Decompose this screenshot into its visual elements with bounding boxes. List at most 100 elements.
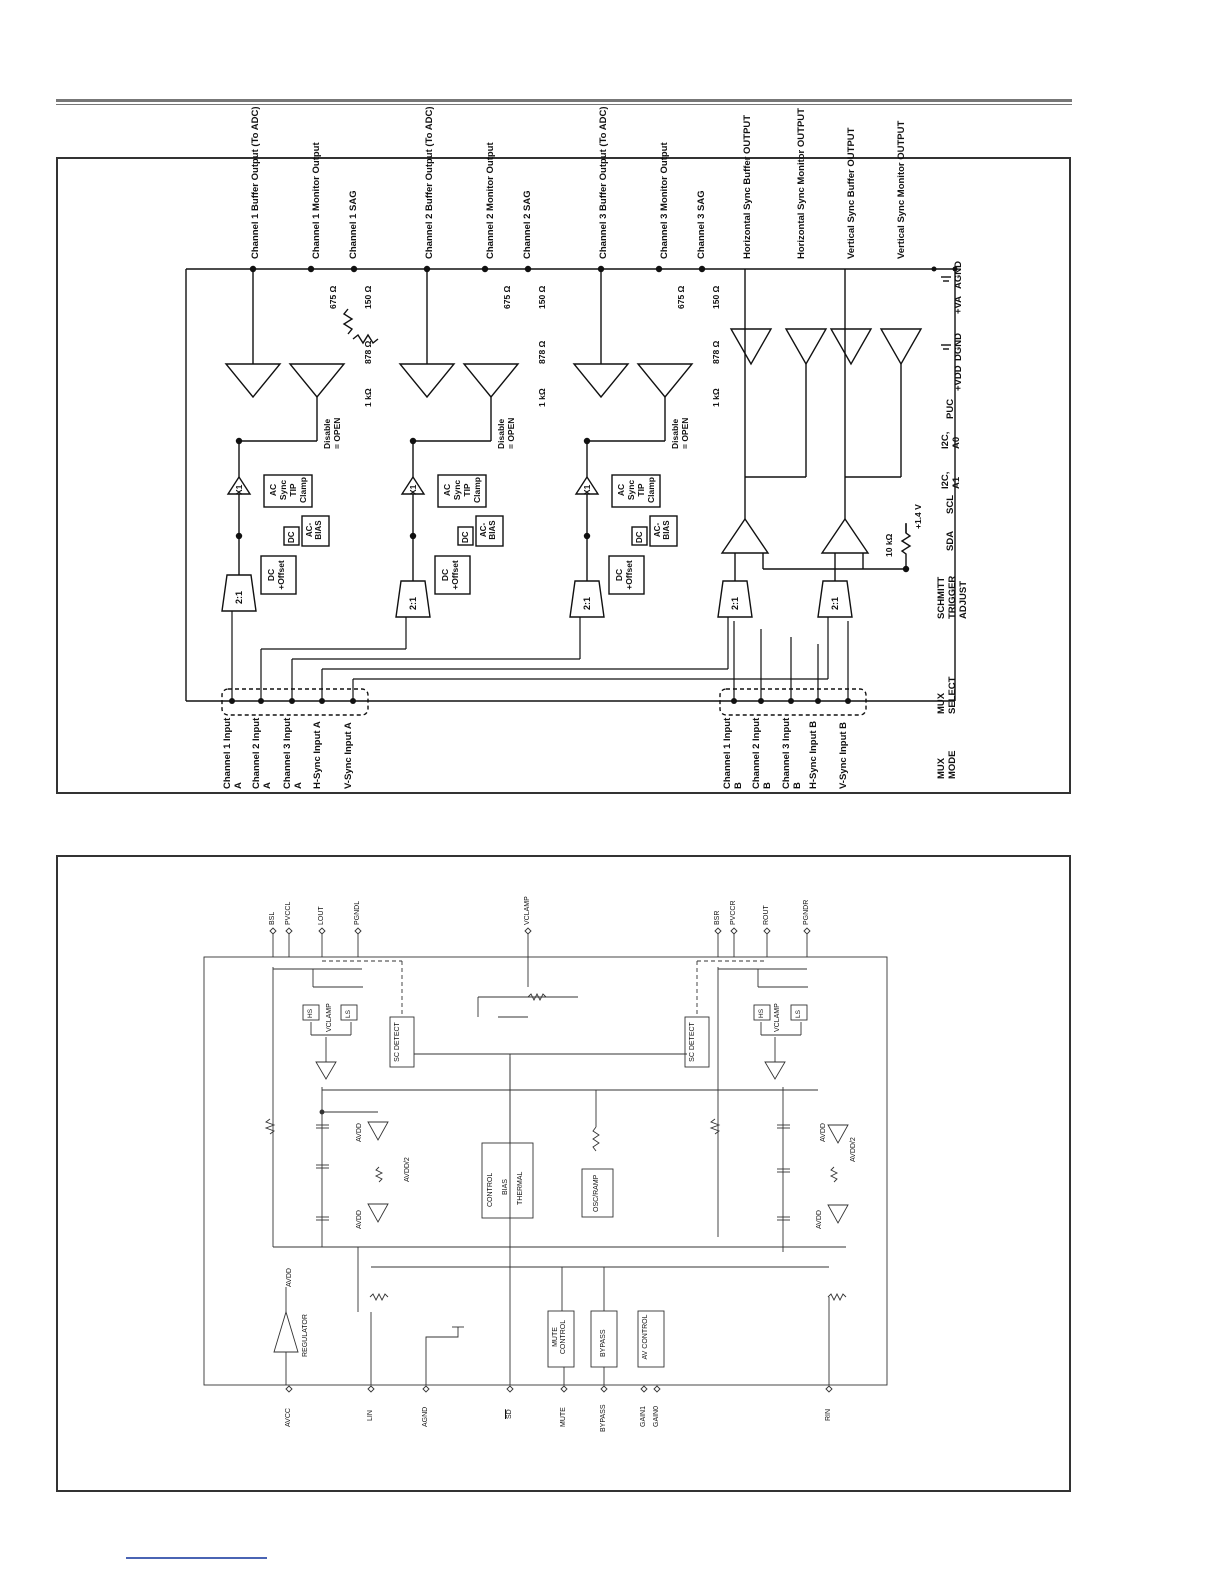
hs-right-label: HS [758, 1008, 765, 1018]
hs-box-left [302, 1004, 320, 1021]
label-ch3-sag: Channel 3 SAG [696, 190, 707, 259]
pin-bypass: BYPASS [600, 1404, 607, 1433]
label-ch3-buffer-output: Channel 3 Buffer Output (To ADC) [598, 106, 609, 259]
mute-control-block [547, 1310, 575, 1368]
footer-link-underline[interactable] [126, 1557, 267, 1559]
opamp-monitor-ch2 [462, 363, 520, 399]
dc-offset-box-ch3 [608, 555, 645, 595]
pin-sda: SDA [945, 530, 956, 551]
avdd2-right: AVDD/2 [850, 1137, 857, 1162]
ls-box-left [340, 1004, 358, 1021]
control-block [481, 1142, 534, 1219]
ac-bias-box-ch1 [301, 515, 330, 547]
res-675-ch1: 675 Ω [328, 285, 338, 309]
hs-box-right [753, 1004, 771, 1021]
mux-ch3 [569, 580, 605, 618]
ac-sync-box-ch2 [437, 474, 487, 508]
res-1k-ch3: 1 kΩ [711, 388, 721, 407]
bias-label: BIAS [502, 1179, 509, 1195]
res-878-ch1: 878 Ω [363, 340, 373, 364]
regulator-label: REGULATOR [302, 1314, 309, 1357]
label-ch2-sag: Channel 2 SAG [522, 190, 533, 259]
dc-label-ch2: DC [461, 531, 470, 543]
thermal-label: THERMAL [517, 1171, 524, 1205]
res-150-ch2: 150 Ω [537, 285, 547, 309]
label-ch2-input-b: Channel 2 Input B [751, 717, 773, 789]
schmitt-h [720, 517, 770, 554]
buffer-label-ch3: X1 [582, 484, 592, 495]
pin-dgnd: DGND [953, 333, 964, 361]
ls-box-right [790, 1004, 808, 1021]
pin-gain0: GAIN0 [653, 1405, 660, 1427]
preamp-right-2 [827, 1204, 849, 1224]
pin-pgndl: PGNDL [354, 900, 361, 925]
header-rule-thick [56, 99, 1072, 102]
control-label: CONTROL [487, 1172, 494, 1207]
res-1k-ch1: 1 kΩ [363, 388, 373, 407]
channel-1-path [221, 265, 379, 612]
channel-2-path [395, 265, 532, 618]
avdd-left-1: AVDD [356, 1123, 363, 1142]
pin-schmitt-adjust: SCHMITT TRIGGER ADJUST [936, 575, 969, 619]
avdd-left-2: AVDD [356, 1210, 363, 1229]
pin-i2c-a1: I2C, A1 [940, 471, 962, 489]
preamp-left-2 [367, 1203, 389, 1223]
dc-box-ch3 [631, 526, 648, 546]
label-hsync-input-b: H-Sync Input B [808, 720, 819, 789]
dc-offset-label-ch2: DC +Offset [440, 560, 460, 590]
label-ch1-input-a: Channel 1 Input A [222, 717, 244, 789]
mux-label-ch1: 2:1 [234, 590, 244, 604]
pin-pvccl: PVCCL [285, 901, 292, 925]
ls-right-label: LS [795, 1010, 802, 1018]
schmitt-resistor [900, 523, 912, 569]
ac-sync-label-ch3: AC Sync TIP Clamp [616, 477, 656, 503]
sc-detect-right [684, 1016, 710, 1068]
input-group-a [221, 688, 369, 716]
pin-rin: RIN [825, 1408, 832, 1421]
dc-box-ch2 [457, 526, 474, 546]
mux-vsync [817, 580, 853, 618]
pin-mute: MUTE [560, 1407, 567, 1427]
pin-pgndr: PGNDR [803, 899, 810, 925]
sync-path [717, 269, 923, 618]
label-ch3-input-b: Channel 3 Input B [781, 717, 803, 789]
ac-sync-label-ch2: AC Sync TIP Clamp [442, 477, 482, 503]
pin-lin: LIN [367, 1410, 374, 1421]
label-hsync-buffer: Horizontal Sync Buffer OUTPUT [742, 114, 753, 259]
pin-vclamp: VCLAMP [524, 896, 531, 925]
pin-agnd2: AGND [422, 1406, 429, 1427]
buffer-label-ch1: X1 [234, 484, 244, 495]
disable-label-ch3: Disable = OPEN [670, 417, 690, 449]
dc-box-ch1 [283, 526, 300, 546]
label-ch1-sag: Channel 1 SAG [348, 190, 359, 259]
opamp-monitor-ch3 [636, 363, 694, 399]
pin-vdd: +VDD [953, 365, 964, 391]
ac-sync-box-ch3 [611, 474, 661, 508]
opamp-buffer-ch2 [398, 363, 456, 399]
label-ch1-input-b: Channel 1 Input B [722, 717, 744, 789]
hsync-monitor [784, 328, 828, 366]
avdd-right-2: AVDD [816, 1210, 823, 1229]
ac-sync-label-ch1: AC Sync TIP Clamp [268, 477, 308, 503]
regulator [273, 1310, 299, 1353]
pin-bsr: BSR [714, 910, 721, 925]
label-ch2-input-a: Channel 2 Input A [251, 717, 273, 789]
schmitt-resistor-label: 10 kΩ [884, 533, 894, 557]
agnd-line [425, 1327, 459, 1385]
opamp-buffer-ch1 [224, 363, 282, 399]
vsync-buffer [829, 328, 873, 366]
label-hsync-monitor: Horizontal Sync Monitor OUTPUT [796, 108, 807, 259]
amplifier-block-diagram: BSL PVCCL LOUT PGNDL VCLAMP BSR PVCCR RO… [56, 855, 1071, 1492]
ac-bias-label-ch3: AC-BIAS [653, 520, 671, 540]
res-675-ch2: 675 Ω [502, 285, 512, 309]
pin-va: +VA [953, 295, 964, 314]
res-878-ch3: 878 Ω [711, 340, 721, 364]
pin-sd: SD [506, 1409, 513, 1419]
mute-control-label: MUTE CONTROL [552, 1319, 567, 1355]
label-ch2-buffer-output: Channel 2 Buffer Output (To ADC) [424, 106, 435, 259]
pin-scl: SCL [945, 495, 956, 514]
pin-lout: LOUT [318, 906, 325, 925]
res-1k-ch2: 1 kΩ [537, 388, 547, 407]
channel-3-path [569, 265, 706, 618]
dc-label-ch1: DC [287, 531, 296, 543]
